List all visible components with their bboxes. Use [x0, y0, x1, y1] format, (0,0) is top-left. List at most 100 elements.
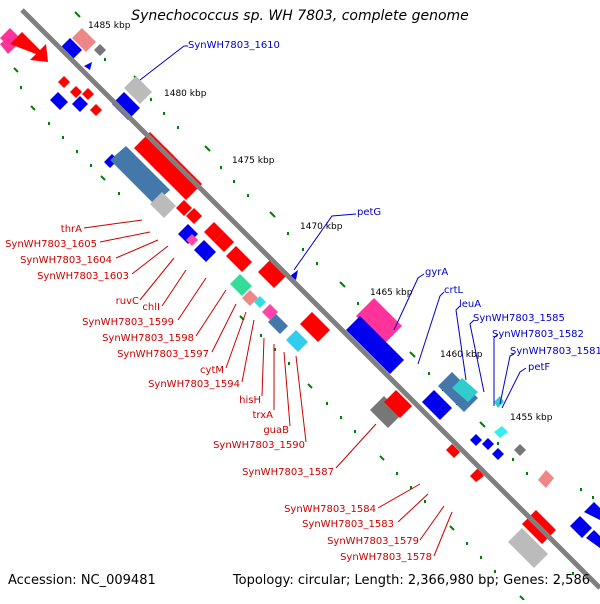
- gene-feature: [214, 232, 234, 252]
- callout-line: [131, 245, 169, 275]
- tick-line: [379, 455, 385, 461]
- tick-line: [204, 145, 211, 152]
- tick-dot: [512, 458, 514, 461]
- gene-feature: [186, 208, 202, 224]
- gene-label: SynWH7803_1578: [340, 552, 432, 563]
- tick-dot: [247, 194, 249, 197]
- reverse-genes: [0, 32, 556, 568]
- tick-line: [74, 11, 81, 18]
- gene-label: trxA: [252, 410, 273, 421]
- tick-label: 1480 kbp: [164, 89, 207, 99]
- gene-feature: [72, 28, 96, 52]
- accession-text: Accession: NC_009481: [8, 573, 156, 588]
- gene-feature: [446, 444, 460, 458]
- gene-labels-bottom: thrA SynWH7803_1605 SynWH7803_1604 SynWH…: [5, 224, 432, 563]
- tick-dot: [104, 58, 106, 61]
- gene-label: petF: [528, 362, 550, 373]
- gene-label: SynWH7803_1599: [82, 317, 174, 328]
- gene-feature: [60, 38, 82, 60]
- callout-lines-bottom: [83, 219, 453, 557]
- callout-line: [493, 333, 499, 406]
- tick-line: [449, 525, 455, 531]
- gene-label: petG: [357, 207, 381, 218]
- gene-feature: [84, 62, 92, 70]
- tick-label: 1460 kbp: [440, 350, 483, 360]
- tick-dot: [580, 488, 582, 491]
- tick-label: 1470 kbp: [300, 222, 343, 232]
- gene-feature: [124, 76, 152, 104]
- gene-feature: [290, 270, 298, 280]
- tick-dot: [220, 166, 222, 169]
- gene-feature: [286, 330, 308, 352]
- gene-label: SynWH7803_1590: [213, 440, 305, 451]
- gene-label: crtL: [444, 285, 464, 296]
- tick-line: [269, 211, 276, 218]
- tick-dot: [274, 348, 276, 351]
- callout-line: [195, 289, 227, 337]
- callout-lines-top: [139, 45, 527, 409]
- callout-line: [397, 493, 429, 523]
- callout-line: [377, 483, 421, 509]
- tick-line: [479, 421, 486, 428]
- gene-feature: [300, 312, 330, 342]
- tick-dot: [410, 486, 412, 489]
- gene-label: leuA: [459, 299, 481, 310]
- callout-line: [115, 239, 159, 259]
- callout-line: [501, 367, 527, 409]
- gene-feature: [70, 86, 82, 98]
- gene-feature: [58, 76, 70, 88]
- tick-line: [13, 67, 19, 73]
- gene-feature: [72, 96, 88, 112]
- gene-feature: [112, 92, 140, 120]
- gene-label: SynWH7803_1605: [5, 239, 97, 250]
- tick-line: [100, 175, 106, 181]
- gene-label: SynWH7803_1597: [117, 349, 209, 360]
- gene-feature: [470, 434, 482, 446]
- gene-feature: [230, 274, 252, 296]
- gene-label: gyrA: [425, 267, 448, 278]
- gene-feature: [82, 88, 94, 100]
- callout-line: [161, 269, 187, 307]
- gene-feature: [258, 260, 286, 288]
- tick-dot: [302, 248, 304, 251]
- gene-label: SynWH7803_1598: [102, 333, 194, 344]
- tick-dot: [428, 372, 430, 375]
- tick-dot: [326, 402, 328, 405]
- gene-label: SynWH7803_1604: [20, 255, 112, 266]
- callout-line: [261, 337, 265, 397]
- callout-line: [295, 355, 307, 443]
- callout-line: [417, 291, 445, 365]
- gene-feature: [90, 104, 102, 116]
- gene-feature: [570, 516, 592, 538]
- gene-label: ruvC: [116, 296, 139, 307]
- tick-dot: [150, 98, 152, 101]
- gene-label: cytM: [200, 365, 224, 376]
- gene-label: SynWH7803_1585: [473, 313, 565, 324]
- tick-dot: [177, 126, 179, 129]
- tick-dot: [497, 442, 499, 445]
- tick-line: [409, 351, 416, 358]
- tick-dot: [572, 572, 574, 575]
- gene-label: chlI: [142, 302, 160, 313]
- genome-backbone: [20, 8, 600, 590]
- tick-dot: [316, 262, 318, 265]
- tick-label: 1455 kbp: [510, 413, 553, 423]
- gene-feature: [482, 438, 494, 450]
- gene-feature: [492, 448, 504, 460]
- gene-label: SynWH7803_1582: [492, 329, 584, 340]
- gene-label: guaB: [263, 425, 289, 436]
- gene-feature: [94, 44, 106, 56]
- genome-summary-text: Topology: circular; Length: 2,366,980 bp…: [232, 573, 590, 588]
- tick-dot: [480, 556, 482, 559]
- tick-dot: [163, 112, 165, 115]
- tick-marks: [13, 11, 525, 601]
- callout-line: [83, 219, 143, 229]
- callout-line: [393, 273, 425, 331]
- gene-label: SynWH7803_1610: [188, 40, 280, 51]
- tick-line: [307, 383, 313, 389]
- gene-feature: [110, 146, 170, 204]
- tick-dot: [357, 302, 359, 305]
- gene-label: SynWH7803_1581: [510, 346, 600, 357]
- gene-label: SynWH7803_1583: [302, 519, 394, 530]
